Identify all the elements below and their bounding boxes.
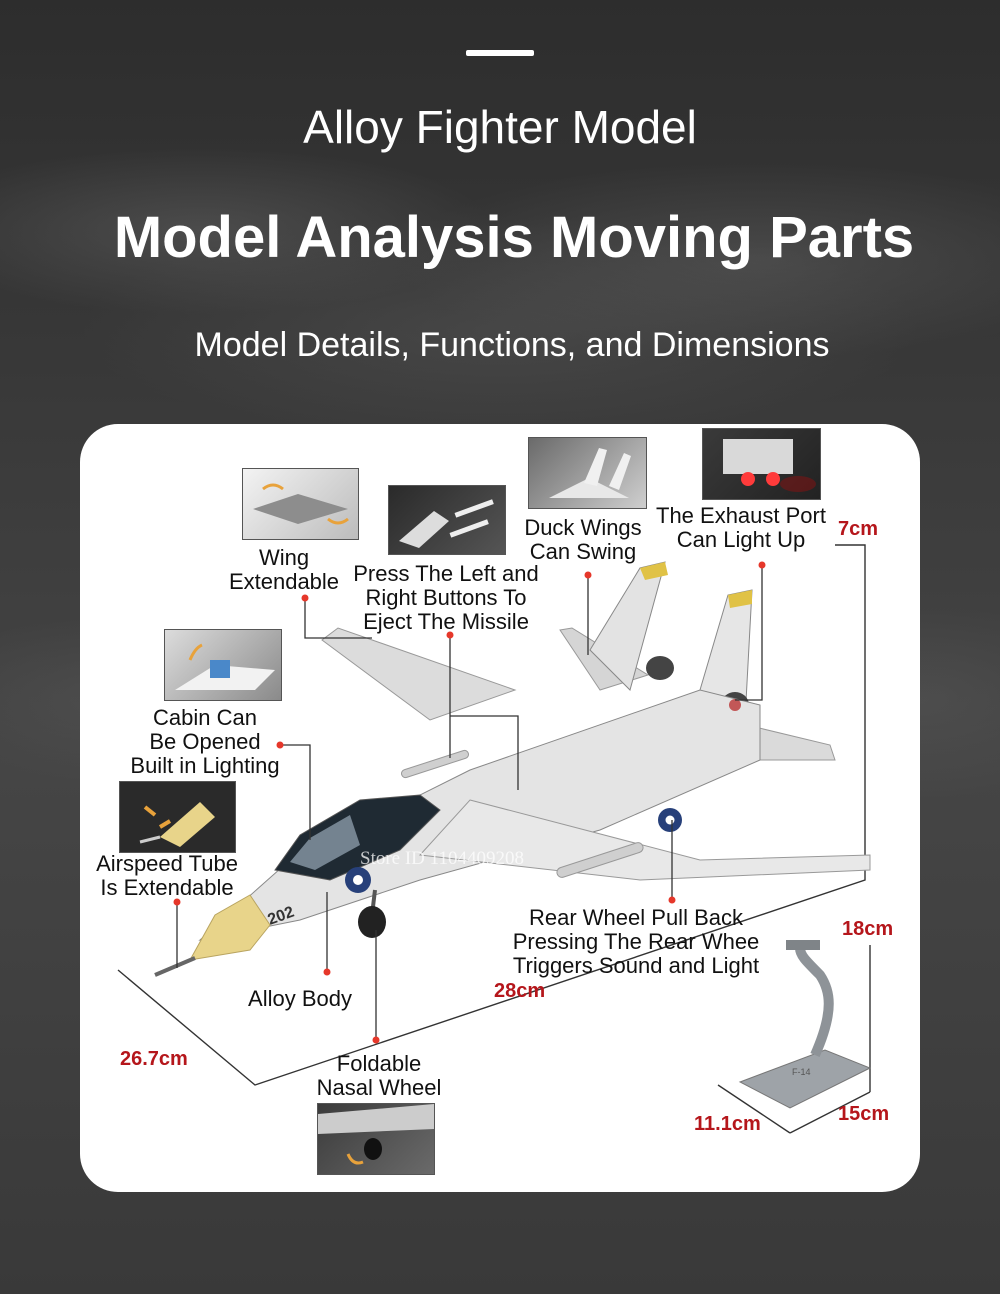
callout-nasal-wheel: Foldable Nasal Wheel [316,1051,442,1100]
callout-cabin-opened: Cabin Can Be Opened Built in Lighting [130,705,280,778]
stand-label: F-14 [792,1067,811,1077]
dimension-lines [117,544,871,1134]
wing-detail-thumbnail [242,468,359,540]
callout-exhaust-port: The Exhaust Port Can Light Up [656,503,826,552]
cabin-detail-thumbnail [164,629,282,701]
duck-wings-detail-thumbnail [528,437,647,509]
header-subtitle: Alloy Fighter Model [303,101,697,153]
dimension-stand-width: 15cm [838,1103,890,1125]
airspeed-detail-thumbnail [119,781,236,853]
callout-eject-missile: Press The Left and Right Buttons To Ejec… [353,561,539,634]
dimension-height: 7cm [838,518,879,540]
exhaust-detail-thumbnail [702,428,821,500]
header-tagline: Model Details, Functions, and Dimensions [194,326,830,364]
callout-rear-wheel: Rear Wheel Pull Back Pressing The Rear W… [512,905,760,978]
dimension-stand-depth: 11.1cm [694,1113,761,1135]
header-title: Model Analysis Moving Parts [113,205,915,270]
callout-wing-extendable: Wing Extendable [228,545,340,594]
display-stand: F-14 [738,940,872,1109]
callout-duck-wings: Duck Wings Can Swing [524,515,642,564]
callout-alloy-body: Alloy Body [248,986,352,1011]
callout-dots [173,561,766,1044]
store-watermark: Store ID 1104409208 [360,848,524,869]
nasal-wheel-detail-thumbnail [317,1103,435,1175]
header-accent-bar [466,50,534,56]
dimension-wingspan: 26.7cm [120,1048,188,1070]
dimension-length: 28cm [494,980,546,1002]
callout-airspeed-tube: Airspeed Tube Is Extendable [96,851,238,900]
missile-detail-thumbnail [388,485,506,555]
dimension-stand-height: 18cm [842,918,894,940]
callout-lines [176,565,763,1040]
